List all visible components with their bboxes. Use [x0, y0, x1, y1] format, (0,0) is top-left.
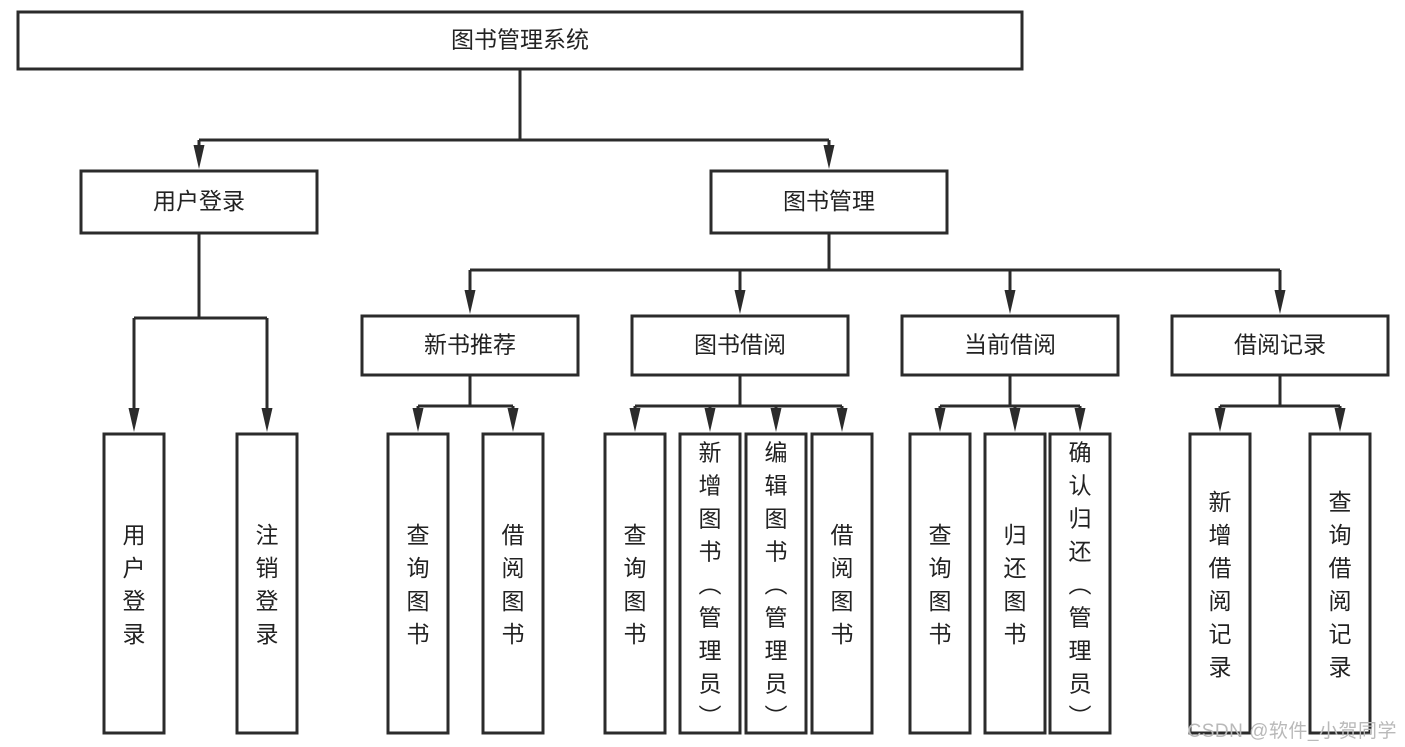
connector-user-login-to-leaves [128, 233, 273, 432]
node-book-manage[interactable]: 图书管理 [709, 169, 949, 235]
connector-book-borrow-to-leaves [629, 375, 848, 432]
node-leaf-query-book-3-label: 查询图书 [929, 522, 952, 647]
connector-book-borrow-to-leaves-arrow-3 [836, 408, 848, 432]
node-leaf-query-record[interactable]: 查询借阅记录 [1308, 432, 1372, 735]
node-leaf-query-book-2-label: 查询图书 [624, 522, 647, 647]
node-leaf-logout[interactable]: 注销登录 [235, 432, 299, 735]
connector-root-to-level2-arrow-0 [193, 145, 205, 169]
connector-borrow-record-to-leaves [1214, 375, 1346, 432]
connector-borrow-record-to-leaves-arrow-0 [1214, 408, 1226, 432]
node-current-borrow-label: 当前借阅 [964, 332, 1056, 358]
node-leaf-query-book-3-box [908, 432, 972, 735]
node-book-borrow-label: 图书借阅 [694, 332, 786, 358]
node-leaf-borrow-book-2-box [810, 432, 874, 735]
node-leaf-add-book-label: 新增图书︵管理员︶ [699, 440, 722, 730]
node-leaf-return-book-label: 归还图书 [1004, 522, 1027, 647]
node-leaf-query-book-1-box [386, 432, 450, 735]
node-leaf-add-record-label: 新增借阅记录 [1209, 489, 1232, 680]
node-leaf-add-record-box [1188, 432, 1252, 735]
node-leaf-add-book-box [678, 432, 742, 735]
node-leaf-borrow-book-1[interactable]: 借阅图书 [481, 432, 545, 735]
connector-layer [128, 69, 1346, 432]
node-leaf-user-login[interactable]: 用户登录 [102, 432, 166, 735]
node-leaf-user-login-label: 用户登录 [123, 522, 146, 647]
node-current-borrow[interactable]: 当前借阅 [900, 314, 1120, 377]
node-new-book-recommend-box [360, 314, 580, 377]
node-book-manage-box [709, 169, 949, 235]
connector-book-manage-to-level3-arrow-2 [1004, 290, 1016, 314]
node-leaf-borrow-book-1-label: 借阅图书 [502, 522, 525, 647]
node-new-book-recommend[interactable]: 新书推荐 [360, 314, 580, 377]
node-leaf-query-record-label: 查询借阅记录 [1329, 489, 1352, 680]
connector-user-login-to-leaves-arrow-1 [261, 408, 273, 432]
connector-root-to-level2 [193, 69, 835, 169]
node-book-borrow-box [630, 314, 850, 377]
connector-borrow-record-to-leaves-arrow-1 [1334, 408, 1346, 432]
node-borrow-record[interactable]: 借阅记录 [1170, 314, 1390, 377]
node-leaf-query-book-3[interactable]: 查询图书 [908, 432, 972, 735]
connector-book-manage-to-level3-arrow-1 [734, 290, 746, 314]
node-book-manage-label: 图书管理 [783, 188, 875, 214]
connector-book-borrow-to-leaves-arrow-2 [770, 408, 782, 432]
node-borrow-record-label: 借阅记录 [1234, 332, 1326, 358]
node-leaf-return-book-box [983, 432, 1047, 735]
node-leaf-borrow-book-2[interactable]: 借阅图书 [810, 432, 874, 735]
connector-book-manage-to-level3 [464, 233, 1286, 314]
connector-book-borrow-to-leaves-arrow-0 [629, 408, 641, 432]
node-leaf-confirm-return-box [1048, 432, 1112, 735]
node-user-login-box [79, 169, 319, 235]
node-book-borrow[interactable]: 图书借阅 [630, 314, 850, 377]
node-leaf-edit-book-box [744, 432, 808, 735]
connector-new-book-recommend-to-leaves-arrow-1 [507, 408, 519, 432]
node-user-login[interactable]: 用户登录 [79, 169, 319, 235]
node-leaf-user-login-box [102, 432, 166, 735]
connector-current-borrow-to-leaves [934, 375, 1086, 432]
node-user-login-label: 用户登录 [153, 188, 245, 214]
connector-user-login-to-leaves-arrow-0 [128, 408, 140, 432]
node-leaf-query-book-2[interactable]: 查询图书 [603, 432, 667, 735]
node-leaf-query-book-1-label: 查询图书 [407, 522, 430, 647]
node-new-book-recommend-label: 新书推荐 [424, 332, 516, 358]
connector-new-book-recommend-to-leaves-arrow-0 [412, 408, 424, 432]
node-root-system-box [16, 10, 1024, 71]
connector-new-book-recommend-to-leaves [412, 375, 519, 432]
connector-current-borrow-to-leaves-arrow-2 [1074, 408, 1086, 432]
node-root-system[interactable]: 图书管理系统 [16, 10, 1024, 71]
node-leaf-edit-book[interactable]: 编辑图书︵管理员︶ [744, 432, 808, 735]
connector-current-borrow-to-leaves-arrow-0 [934, 408, 946, 432]
node-leaf-confirm-return[interactable]: 确认归还︵管理员︶ [1048, 432, 1112, 735]
node-leaf-edit-book-label: 编辑图书︵管理员︶ [765, 440, 788, 730]
node-current-borrow-box [900, 314, 1120, 377]
connector-book-manage-to-level3-arrow-0 [464, 290, 476, 314]
node-borrow-record-box [1170, 314, 1390, 377]
connector-book-borrow-to-leaves-arrow-1 [704, 408, 716, 432]
node-leaf-logout-box [235, 432, 299, 735]
node-leaf-confirm-return-label: 确认归还︵管理员︶ [1069, 440, 1092, 730]
node-root-system-label: 图书管理系统 [451, 27, 589, 53]
node-leaf-borrow-book-2-label: 借阅图书 [831, 522, 854, 647]
node-leaf-add-record[interactable]: 新增借阅记录 [1188, 432, 1252, 735]
node-layer: 图书管理系统用户登录图书管理新书推荐图书借阅当前借阅借阅记录用户登录注销登录查询… [16, 10, 1390, 735]
node-leaf-borrow-book-1-box [481, 432, 545, 735]
connector-root-to-level2-arrow-1 [823, 145, 835, 169]
node-leaf-add-book[interactable]: 新增图书︵管理员︶ [678, 432, 742, 735]
node-leaf-query-record-box [1308, 432, 1372, 735]
node-leaf-query-book-2-box [603, 432, 667, 735]
connector-current-borrow-to-leaves-arrow-1 [1009, 408, 1021, 432]
node-leaf-return-book[interactable]: 归还图书 [983, 432, 1047, 735]
connector-book-manage-to-level3-arrow-3 [1274, 290, 1286, 314]
node-leaf-logout-label: 注销登录 [256, 522, 279, 647]
node-leaf-query-book-1[interactable]: 查询图书 [386, 432, 450, 735]
